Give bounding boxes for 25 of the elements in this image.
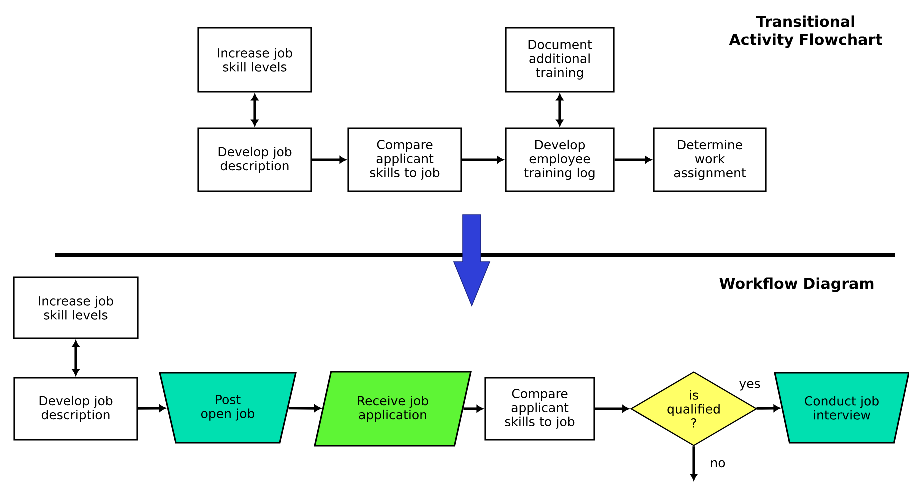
edge-label: no <box>709 459 727 469</box>
process-box: Compare applicant skills to job <box>348 128 462 192</box>
arrow <box>756 404 780 412</box>
arrow <box>462 156 504 164</box>
process-box: Develop employee training log <box>505 128 615 192</box>
process-box: Compare applicant skills to job <box>484 377 596 441</box>
arrow <box>464 405 484 413</box>
arrow <box>556 94 564 126</box>
arrow <box>614 156 652 164</box>
process-box: Increase job skill levels <box>13 276 139 340</box>
data-parallelogram: Receive job application <box>314 371 472 447</box>
section-heading: Transitional Activity Flowchart <box>729 16 882 48</box>
arrow <box>595 405 630 413</box>
arrow <box>72 340 80 376</box>
arrow <box>138 404 166 412</box>
arrow <box>288 405 321 412</box>
process-box: Document additional training <box>505 27 615 93</box>
arrow <box>251 94 259 126</box>
process-box: Develop job description <box>198 128 312 192</box>
arrow <box>690 446 698 481</box>
process-box: Determine work assignment <box>653 128 767 192</box>
process-box: Develop job description <box>14 377 138 441</box>
arrow <box>312 156 346 164</box>
section-heading: Workflow Diagram <box>720 278 874 292</box>
process-box: Increase job skill levels <box>198 27 312 93</box>
